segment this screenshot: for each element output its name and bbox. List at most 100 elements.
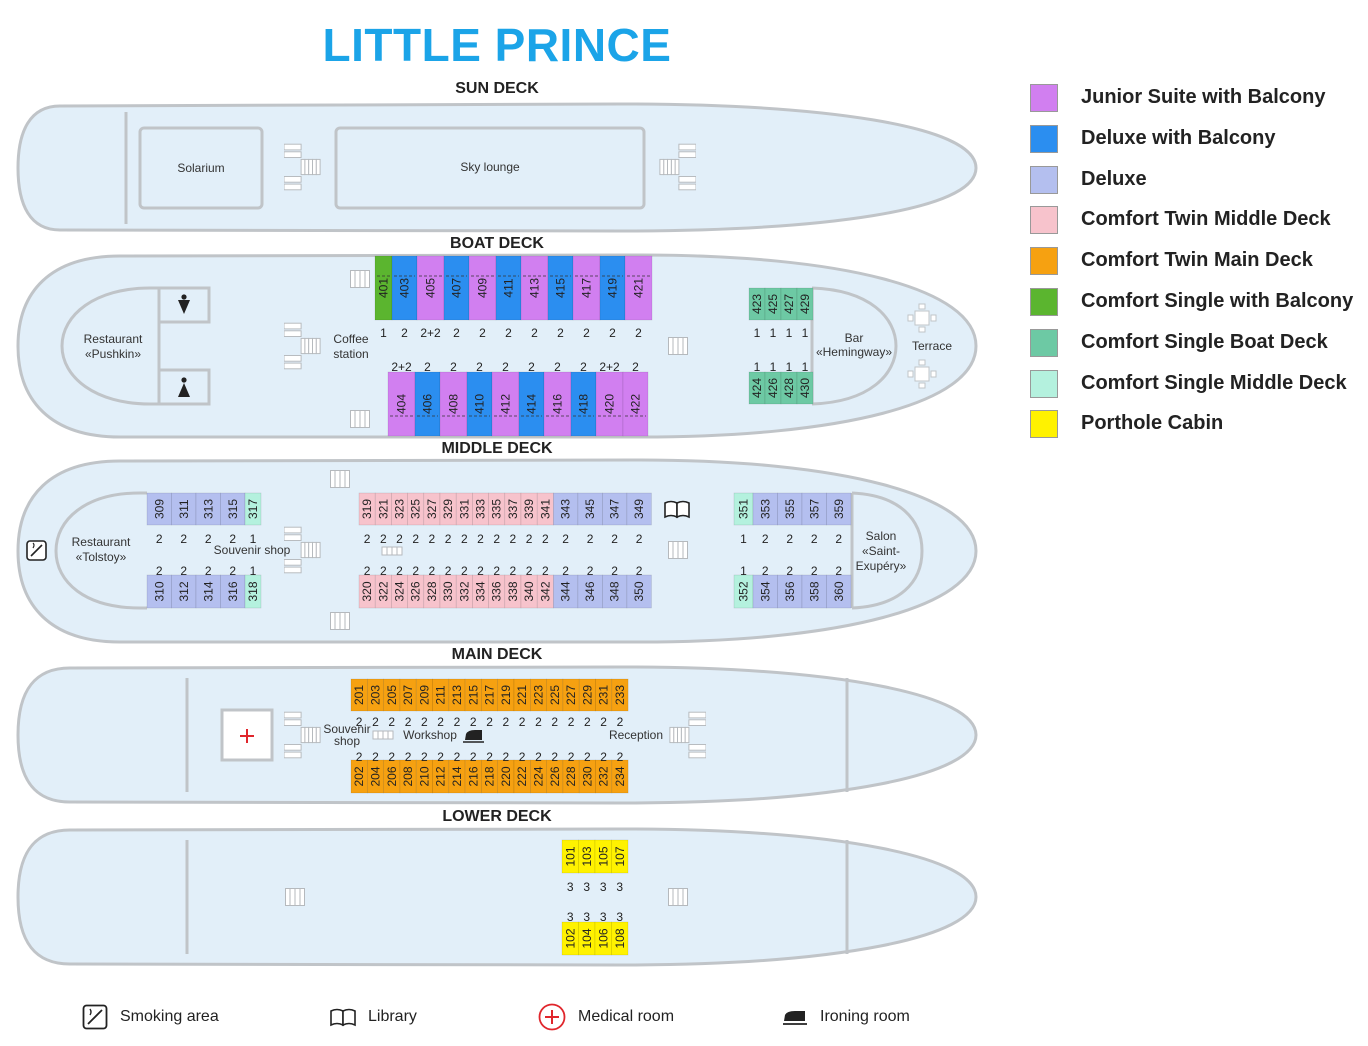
cabin-block[interactable] (443, 255, 470, 321)
cabin-block[interactable] (220, 492, 246, 526)
cabin-block[interactable] (626, 492, 652, 526)
cabin-block[interactable] (146, 492, 172, 526)
cabin-block[interactable] (570, 371, 597, 437)
cabin-block[interactable] (468, 255, 497, 321)
cabin-block[interactable] (777, 574, 803, 609)
cabin-block[interactable] (826, 574, 852, 609)
cabin-block[interactable] (622, 371, 649, 437)
cabin-block[interactable] (171, 492, 197, 526)
cabin-block[interactable] (387, 371, 416, 437)
cabin-block[interactable] (146, 574, 172, 609)
cabin-block[interactable] (826, 492, 852, 526)
cabin-block[interactable] (595, 371, 624, 437)
cabin-block[interactable] (439, 371, 468, 437)
cabin-block[interactable] (553, 574, 579, 609)
cabin-block[interactable] (752, 492, 778, 526)
cabin-block[interactable] (577, 574, 603, 609)
cabin-block[interactable] (491, 371, 520, 437)
cabin-block[interactable] (801, 574, 827, 609)
cabin-block[interactable] (448, 759, 466, 794)
cabin-block[interactable] (195, 492, 221, 526)
cabin-block[interactable] (366, 678, 384, 712)
cabin-block[interactable] (366, 759, 384, 794)
cabin-block[interactable] (611, 759, 629, 794)
cabin-block[interactable] (611, 678, 629, 712)
cabin-block[interactable] (171, 574, 197, 609)
cabin-block[interactable] (520, 255, 549, 321)
